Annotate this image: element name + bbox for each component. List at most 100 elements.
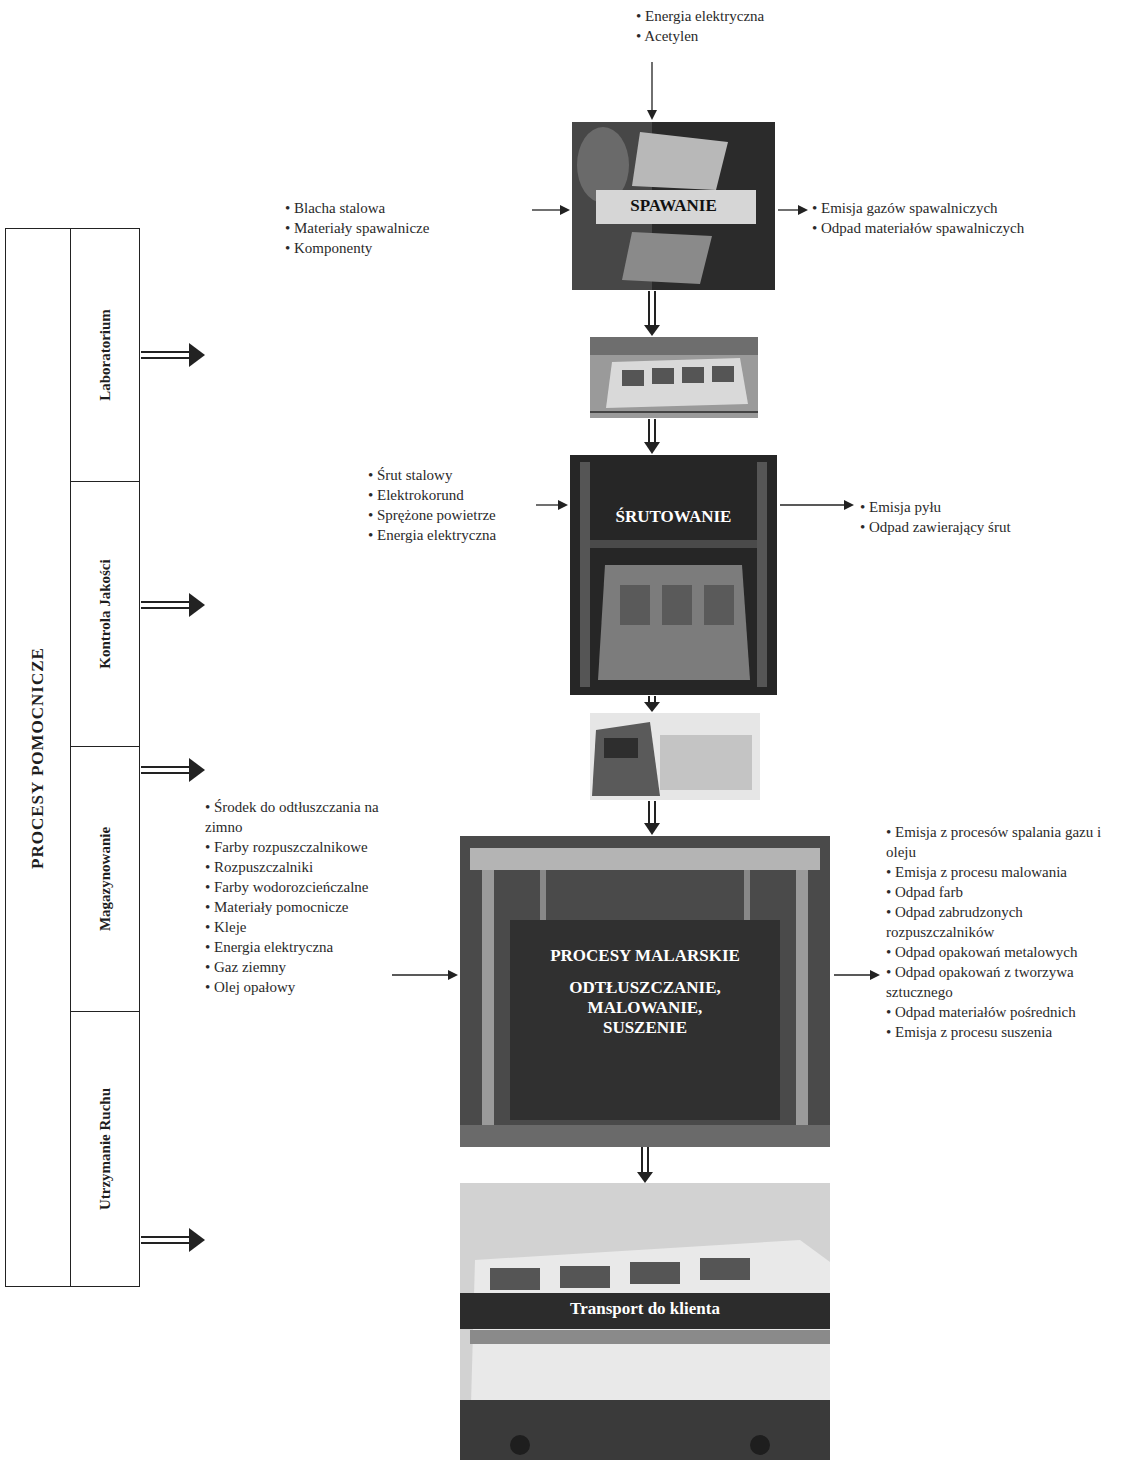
art-shape xyxy=(649,801,655,824)
car-body-photo xyxy=(590,713,760,800)
art-shape xyxy=(834,974,872,975)
process-label: Transport do klienta xyxy=(570,1299,720,1319)
art-shape xyxy=(644,823,660,835)
io-item: • Rozpuszczalniki xyxy=(205,857,385,877)
art-shape xyxy=(649,419,655,443)
io-list: • Środek do odtłuszczania na zimno • Farb… xyxy=(205,797,385,997)
art-shape xyxy=(844,500,854,510)
io-list: • Blacha stalowa• Materiały spawalnicze•… xyxy=(285,198,530,258)
welding-photo xyxy=(572,122,775,290)
art-shape xyxy=(620,585,650,625)
art-shape xyxy=(189,758,205,782)
io-item: • Materiały spawalnicze xyxy=(285,218,530,238)
art-shape xyxy=(570,455,777,695)
art-shape xyxy=(141,602,190,608)
art-shape xyxy=(560,205,570,215)
io-item: • Sprężone powietrze xyxy=(368,505,532,525)
io-item: • Emisja gazów spawalniczych xyxy=(812,198,1037,218)
io-item: • Olej opałowy xyxy=(205,977,385,997)
io-item: • Energia elektryczna xyxy=(368,525,532,545)
process-box: SPAWANIE xyxy=(572,122,775,290)
art-shape xyxy=(490,1268,540,1290)
art-shape xyxy=(580,462,590,687)
art-shape xyxy=(482,870,494,1140)
io-item: • Odpad opakowań metalowych xyxy=(886,942,1118,962)
vertical-label: Kontrola Jakości xyxy=(97,559,114,668)
art-shape xyxy=(558,500,568,510)
support-box: Magazynowanie xyxy=(70,746,139,1011)
process-box: Transport do klienta xyxy=(460,1183,830,1460)
art-shape xyxy=(590,540,757,548)
process-label: ŚRUTOWANIE xyxy=(616,507,732,527)
support-box: Kontrola Jakości xyxy=(70,481,139,746)
io-item: • Śrut stalowy xyxy=(368,465,532,485)
support-box: Utrzymanie Ruchu xyxy=(70,1011,139,1286)
art-shape xyxy=(700,1258,750,1280)
art-shape xyxy=(460,1400,830,1460)
art-shape xyxy=(189,343,205,367)
shot-blasting-photo xyxy=(570,455,777,695)
art-shape xyxy=(798,205,808,215)
art-shape xyxy=(189,593,205,617)
art-shape xyxy=(596,190,756,224)
arrow-shaft xyxy=(642,1147,648,1173)
io-item: • Emisja z procesów spalania gazu i olej… xyxy=(886,822,1118,862)
art-shape xyxy=(682,367,704,383)
process-arrow xyxy=(644,291,660,835)
io-item: • Emisja z procesu malowania xyxy=(886,862,1118,882)
art-shape xyxy=(560,1266,610,1288)
process-box: ŚRUTOWANIE xyxy=(570,455,777,695)
art-shape xyxy=(632,132,728,190)
art-shape xyxy=(622,370,644,386)
art-shape xyxy=(470,848,820,870)
io-item: • Energia elektryczna xyxy=(636,6,886,26)
io-item: • Odpad farb xyxy=(886,882,1118,902)
io-item: • Odpad zabrudzonych rozpuszczalników xyxy=(886,902,1118,942)
art-shape xyxy=(141,1237,190,1243)
art-shape xyxy=(649,291,655,326)
art-shape xyxy=(704,585,734,625)
art-shape xyxy=(510,1435,530,1455)
art-shape xyxy=(460,1293,830,1329)
process-label: ODTŁUSZCZANIE, MALOWANIE, SUSZENIE xyxy=(550,978,740,1038)
art-shape xyxy=(592,722,660,796)
vertical-label: PROCESY POMOCNICZE xyxy=(28,647,48,869)
car-body-photo xyxy=(590,337,758,418)
vertical-label: Magazynowanie xyxy=(97,827,114,931)
process-label: SPAWANIE xyxy=(630,196,717,216)
art-shape xyxy=(392,974,450,975)
art-shape xyxy=(141,352,190,358)
io-item: • Emisja z procesu suszenia xyxy=(886,1022,1118,1042)
io-item: • Środek do odtłuszczania na zimno xyxy=(205,797,385,837)
art-shape xyxy=(644,442,660,454)
art-shape xyxy=(757,462,767,687)
io-item: • Acetylen xyxy=(636,26,886,46)
art-shape xyxy=(532,209,562,210)
art-shape xyxy=(606,358,748,408)
io-item: • Farby wodorozcieńczalne xyxy=(205,877,385,897)
art-shape xyxy=(572,122,775,290)
art-shape xyxy=(780,504,846,505)
io-item: • Energia elektryczna xyxy=(205,937,385,957)
train-photo xyxy=(460,1183,830,1460)
support-box: Laboratorium xyxy=(70,229,139,481)
art-shape xyxy=(778,209,800,210)
support-arrow xyxy=(141,343,205,1252)
art-shape xyxy=(536,504,560,505)
io-item: • Odpad materiałów pośrednich xyxy=(886,1002,1118,1022)
art-shape xyxy=(189,1228,205,1252)
io-item: • Gaz ziemny xyxy=(205,957,385,977)
io-item: • Elektrokorund xyxy=(368,485,532,505)
art-shape xyxy=(460,836,830,1147)
io-list: • Śrut stalowy• Elektrokorund• Sprężone … xyxy=(368,465,532,545)
art-shape xyxy=(590,337,758,418)
io-item: • Odpad zawierający śrut xyxy=(860,517,1075,537)
io-item: • Kleje xyxy=(205,917,385,937)
art-shape xyxy=(448,970,458,980)
art-shape xyxy=(630,1262,680,1284)
art-shape xyxy=(510,920,780,1120)
art-shape xyxy=(652,368,674,384)
